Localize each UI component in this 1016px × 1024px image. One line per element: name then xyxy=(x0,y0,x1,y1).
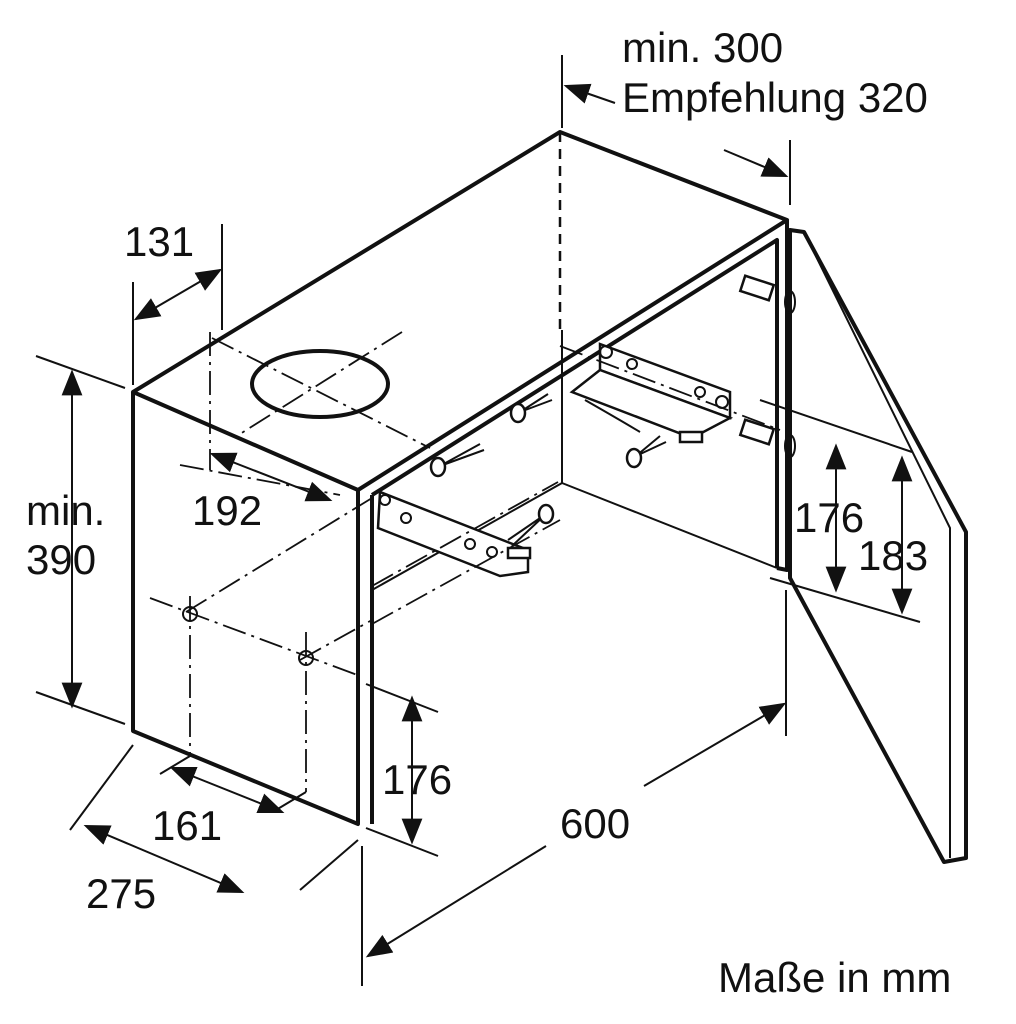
label-units: Maße in mm xyxy=(718,954,951,1001)
hinges xyxy=(738,274,796,458)
hinge-lower xyxy=(738,418,776,446)
duct-opening xyxy=(211,331,431,449)
hinge-upper-pin xyxy=(784,290,796,314)
label-131: 131 xyxy=(124,218,194,265)
dimension-labels: min. 300 Empfehlung 320 131 min. 390 192… xyxy=(26,24,951,1001)
label-min: min. xyxy=(26,487,105,534)
label-192: 192 xyxy=(192,487,262,534)
label-161: 161 xyxy=(152,802,222,849)
duct-axis xyxy=(211,331,431,449)
hinge-upper xyxy=(738,274,776,302)
label-390: 390 xyxy=(26,536,96,583)
label-empfehlung-320: Empfehlung 320 xyxy=(622,74,928,121)
duct-hole xyxy=(250,349,390,419)
screws xyxy=(182,393,667,666)
cabinet xyxy=(131,130,789,826)
label-min-300: min. 300 xyxy=(622,24,783,71)
mounting-bracket-right xyxy=(569,342,734,444)
label-275: 275 xyxy=(86,870,156,917)
cabinet-front-opening xyxy=(370,238,779,824)
cabinet-right-edge xyxy=(776,220,789,572)
label-183: 183 xyxy=(858,532,928,579)
cabinet-left-side xyxy=(131,392,360,826)
label-176-bottom: 176 xyxy=(382,756,452,803)
dimension-lines xyxy=(35,55,921,986)
label-176-right: 176 xyxy=(794,494,864,541)
mounting-bracket-left xyxy=(376,490,532,578)
cabinet-inner-back xyxy=(371,330,778,591)
door-inner-edge xyxy=(803,231,951,858)
hinge-lower-pin xyxy=(784,434,796,458)
label-600: 600 xyxy=(560,800,630,847)
cabinet-door xyxy=(788,228,968,864)
